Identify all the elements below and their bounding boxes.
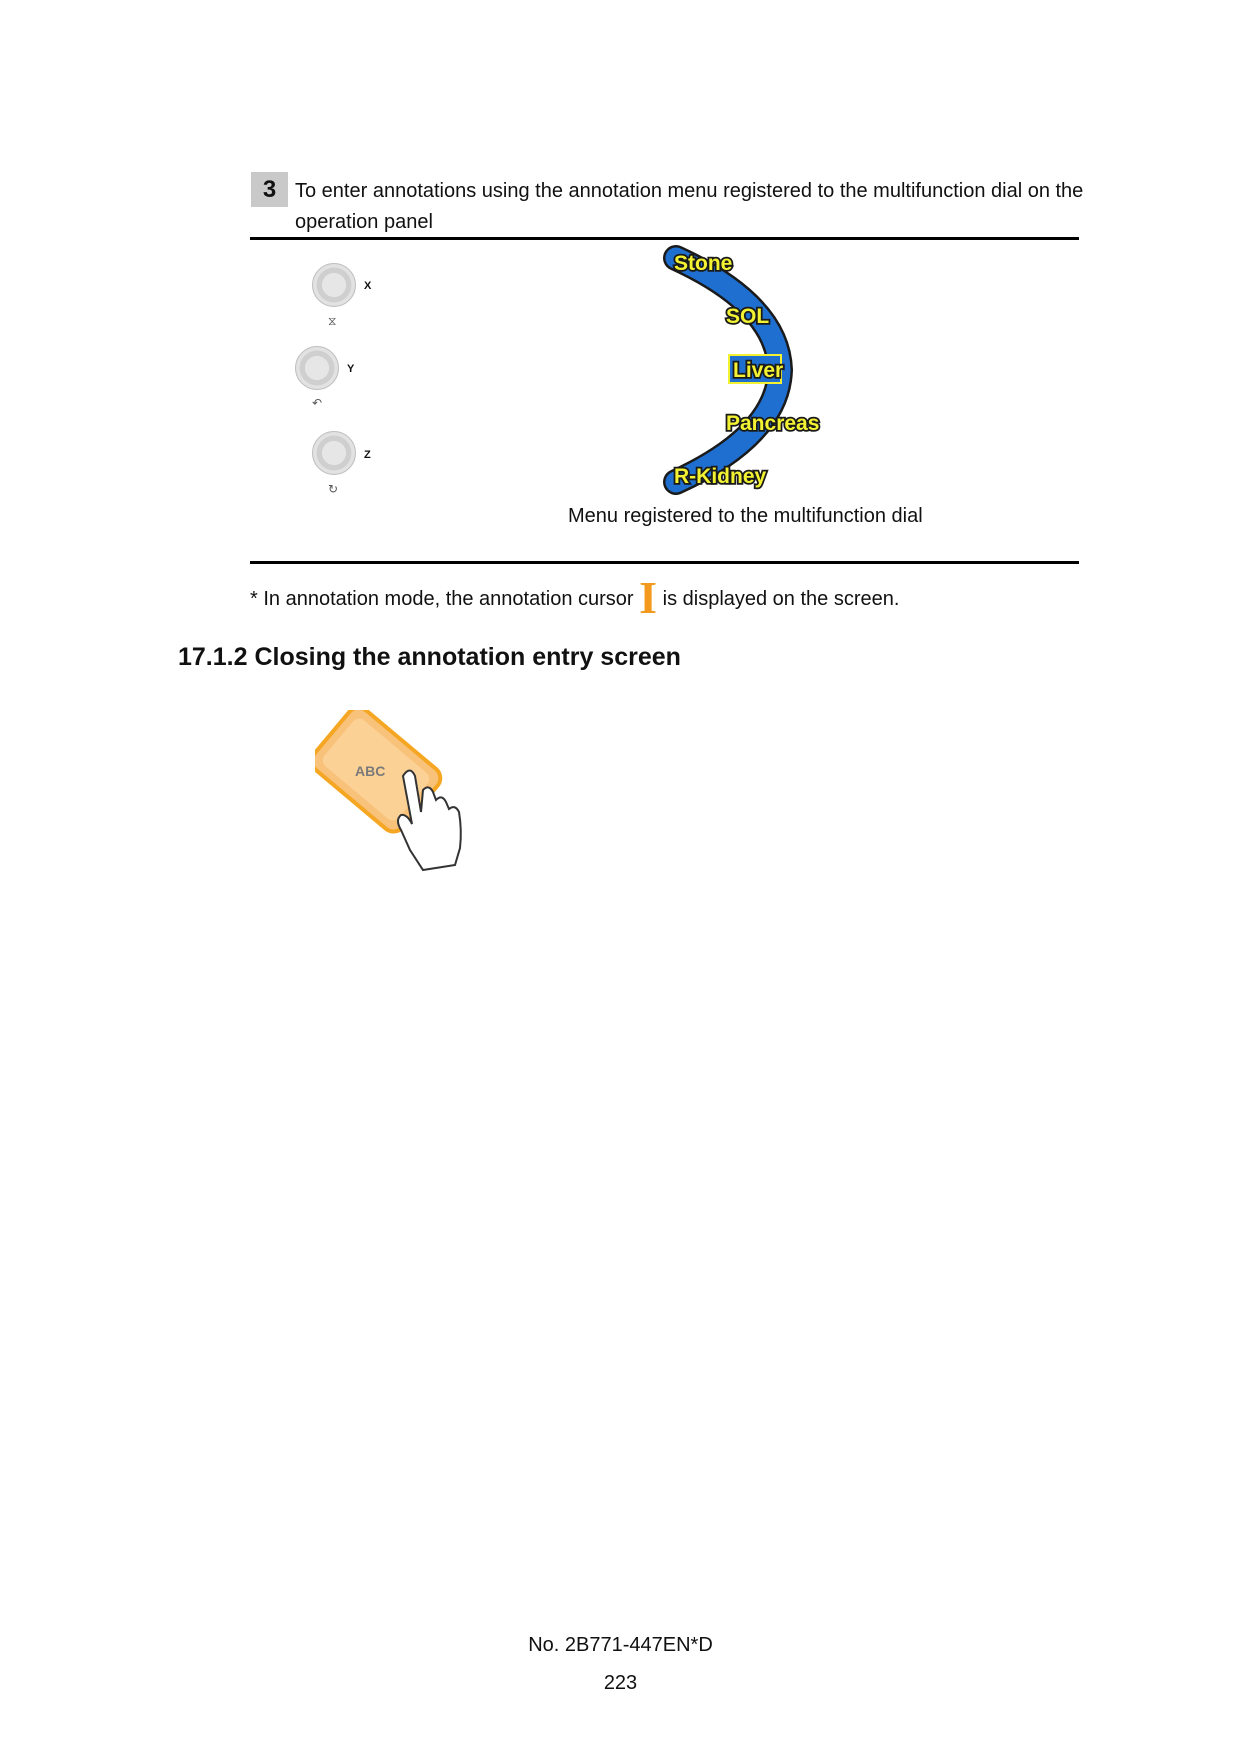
dial-menu-caption: Menu registered to the multifunction dia… <box>568 505 923 527</box>
dial-menu: Stone SOL Liver Pancreas R-Kidney <box>663 245 821 495</box>
step-instruction: To enter annotations using the annotatio… <box>295 180 1084 233</box>
menu-item-stone[interactable]: Stone <box>672 250 734 277</box>
pointing-hand-icon <box>397 769 462 872</box>
dial-z-knob <box>312 431 356 475</box>
dial-x-knob <box>312 263 356 307</box>
abc-button-illustration: ABC <box>315 710 462 872</box>
section-heading: 17.1.2 Closing the annotation entry scre… <box>178 643 681 671</box>
dial-y-letter: Y <box>347 363 355 375</box>
dial-x-letter: X <box>364 280 372 292</box>
dial-z-letter: Z <box>364 449 371 461</box>
note-suffix: is displayed on the screen. <box>662 588 900 610</box>
top-divider <box>250 237 1079 240</box>
rotate-icon: ↻ <box>328 482 339 496</box>
hourglass-icon: ⧖ <box>328 314 337 328</box>
annotation-cursor-icon: I <box>639 572 658 623</box>
abc-card-label: ABC <box>355 763 385 779</box>
page-number: 223 <box>603 1672 638 1694</box>
menu-item-sol[interactable]: SOL <box>724 303 771 330</box>
selected-item-frame <box>728 354 782 384</box>
step-number: 3 <box>251 172 288 207</box>
menu-item-r-kidney[interactable]: R-Kidney <box>672 463 768 490</box>
note-prefix: * In annotation mode, the annotation cur… <box>250 588 634 610</box>
menu-item-liver[interactable]: Liver <box>731 357 785 384</box>
undo-icon: ↶ <box>312 396 323 410</box>
document-number: No. 2B771-447EN*D <box>528 1634 713 1656</box>
dial-y-knob <box>295 346 339 390</box>
menu-item-pancreas[interactable]: Pancreas <box>724 410 821 437</box>
annotation-cursor-note: * In annotation mode, the annotation cur… <box>250 575 900 621</box>
bottom-divider <box>250 561 1079 564</box>
